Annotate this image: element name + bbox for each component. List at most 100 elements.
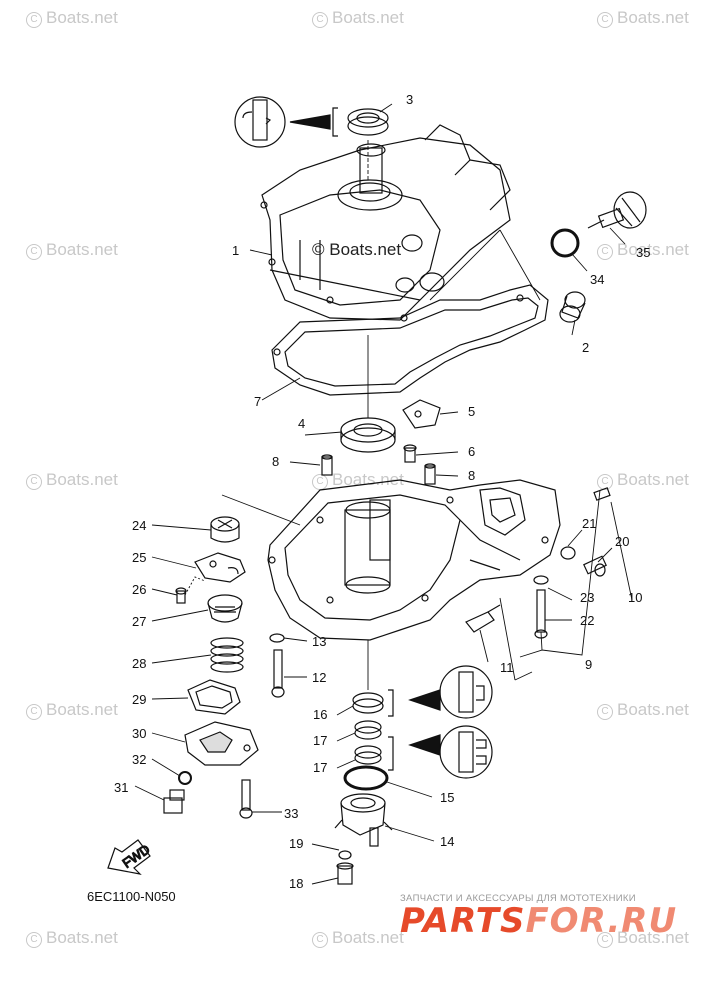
callout-25: 25 bbox=[132, 550, 146, 565]
callout-2: 2 bbox=[582, 340, 589, 355]
drain-plug-35 bbox=[587, 191, 647, 229]
callout-16: 16 bbox=[313, 707, 327, 722]
watermark-text: Boats.net bbox=[617, 8, 689, 27]
callout-35: 35 bbox=[636, 245, 650, 260]
callout-12: 12 bbox=[312, 670, 326, 685]
callout-7: 7 bbox=[254, 394, 261, 409]
callout-labels: 1 2 3 4 5 6 7 8 8 9 10 11 12 13 14 15 16… bbox=[114, 92, 650, 891]
callout-20: 20 bbox=[615, 534, 629, 549]
copyright-icon: C bbox=[597, 704, 613, 720]
watermark-text: Boats.net bbox=[617, 928, 689, 947]
callout-23: 23 bbox=[580, 590, 594, 605]
callout-29: 29 bbox=[132, 692, 146, 707]
watermark-text: Boats.net bbox=[617, 240, 689, 259]
watermark-text: Boats.net bbox=[46, 8, 118, 27]
callout-19: 19 bbox=[289, 836, 303, 851]
callout-5: 5 bbox=[468, 404, 475, 419]
callout-31: 31 bbox=[114, 780, 128, 795]
washer-19 bbox=[338, 850, 352, 860]
dowel-pin-8a bbox=[321, 454, 333, 476]
callout-9: 9 bbox=[585, 657, 592, 672]
watermark-text: Boats.net bbox=[46, 928, 118, 947]
callout-26: 26 bbox=[132, 582, 146, 597]
callout-27: 27 bbox=[132, 614, 146, 629]
brand-wordmark-part1: PARTS bbox=[400, 901, 526, 941]
bolt-33 bbox=[239, 779, 253, 819]
copyright-icon: C bbox=[597, 474, 613, 490]
watermark-text: Boats.net bbox=[332, 8, 404, 27]
cover-30 bbox=[184, 721, 259, 766]
callout-24: 24 bbox=[132, 518, 146, 533]
brand-wordmark-part2: FOR.RU bbox=[525, 901, 678, 941]
washer-21 bbox=[560, 546, 576, 560]
strainer-27 bbox=[207, 594, 243, 623]
callout-14: 14 bbox=[440, 834, 454, 849]
callout-1: 1 bbox=[232, 243, 239, 258]
copyright-icon: C bbox=[26, 474, 42, 490]
crankcase-gasket bbox=[271, 284, 549, 396]
collar-2 bbox=[559, 291, 586, 323]
upper-crankcase bbox=[260, 124, 511, 322]
cap-24 bbox=[210, 516, 240, 543]
screw-26 bbox=[175, 587, 187, 604]
plate-25 bbox=[194, 552, 246, 583]
o-ring-34 bbox=[550, 228, 580, 258]
callout-15: 15 bbox=[440, 790, 454, 805]
callout-11: 11 bbox=[500, 660, 514, 675]
callout-3: 3 bbox=[406, 92, 413, 107]
o-ring-15 bbox=[343, 765, 389, 791]
oil-seal-16 bbox=[352, 692, 384, 714]
oil-seal-17b bbox=[354, 745, 382, 765]
callout-4: 4 bbox=[298, 416, 305, 431]
bearing-4 bbox=[340, 417, 396, 453]
center-watermark: © Boats.net bbox=[312, 240, 402, 259]
copyright-icon: C bbox=[26, 704, 42, 720]
callout-18: 18 bbox=[289, 876, 303, 891]
gasket-29 bbox=[187, 679, 241, 715]
copyright-icon: C bbox=[312, 12, 328, 28]
spring-28 bbox=[210, 637, 244, 673]
brand-tagline: ЗАПЧАСТИ И АКСЕССУАРЫ ДЛЯ МОТОТЕХНИКИ bbox=[400, 893, 636, 904]
washer-32 bbox=[178, 771, 192, 785]
copyright-icon: C bbox=[597, 932, 613, 948]
bolt-22 bbox=[534, 589, 548, 639]
copyright-icon: C bbox=[26, 12, 42, 28]
watermark-text: Boats.net bbox=[46, 470, 118, 489]
callout-32: 32 bbox=[132, 752, 146, 767]
callout-17a: 17 bbox=[313, 733, 327, 748]
watermark-text: Boats.net bbox=[617, 700, 689, 719]
bolt-10 bbox=[593, 487, 611, 501]
copyright-icon: C bbox=[597, 244, 613, 260]
dowel-pin-8b bbox=[424, 463, 436, 485]
washer-13 bbox=[269, 633, 285, 643]
leader-lines bbox=[134, 103, 633, 885]
callout-8a: 8 bbox=[272, 454, 279, 469]
oil-seal-3 bbox=[347, 108, 389, 136]
copyright-icon: C bbox=[597, 12, 613, 28]
callout-30: 30 bbox=[132, 726, 146, 741]
watermark-text: Boats.net bbox=[332, 928, 404, 947]
callout-34: 34 bbox=[590, 272, 604, 287]
diagram-code: 6EC1100-N050 bbox=[87, 889, 176, 904]
brand-wordmark: PARTSFOR.RU bbox=[400, 904, 695, 938]
copyright-icon: C bbox=[312, 932, 328, 948]
fitting-11 bbox=[465, 604, 501, 633]
washer-23 bbox=[533, 575, 549, 585]
bolt-31 bbox=[163, 789, 185, 814]
seal-housing-14 bbox=[334, 793, 393, 847]
lower-crankcase bbox=[267, 479, 561, 641]
callout-8b: 8 bbox=[468, 468, 475, 483]
seal-detail-bubble bbox=[234, 96, 338, 148]
callout-33: 33 bbox=[284, 806, 298, 821]
